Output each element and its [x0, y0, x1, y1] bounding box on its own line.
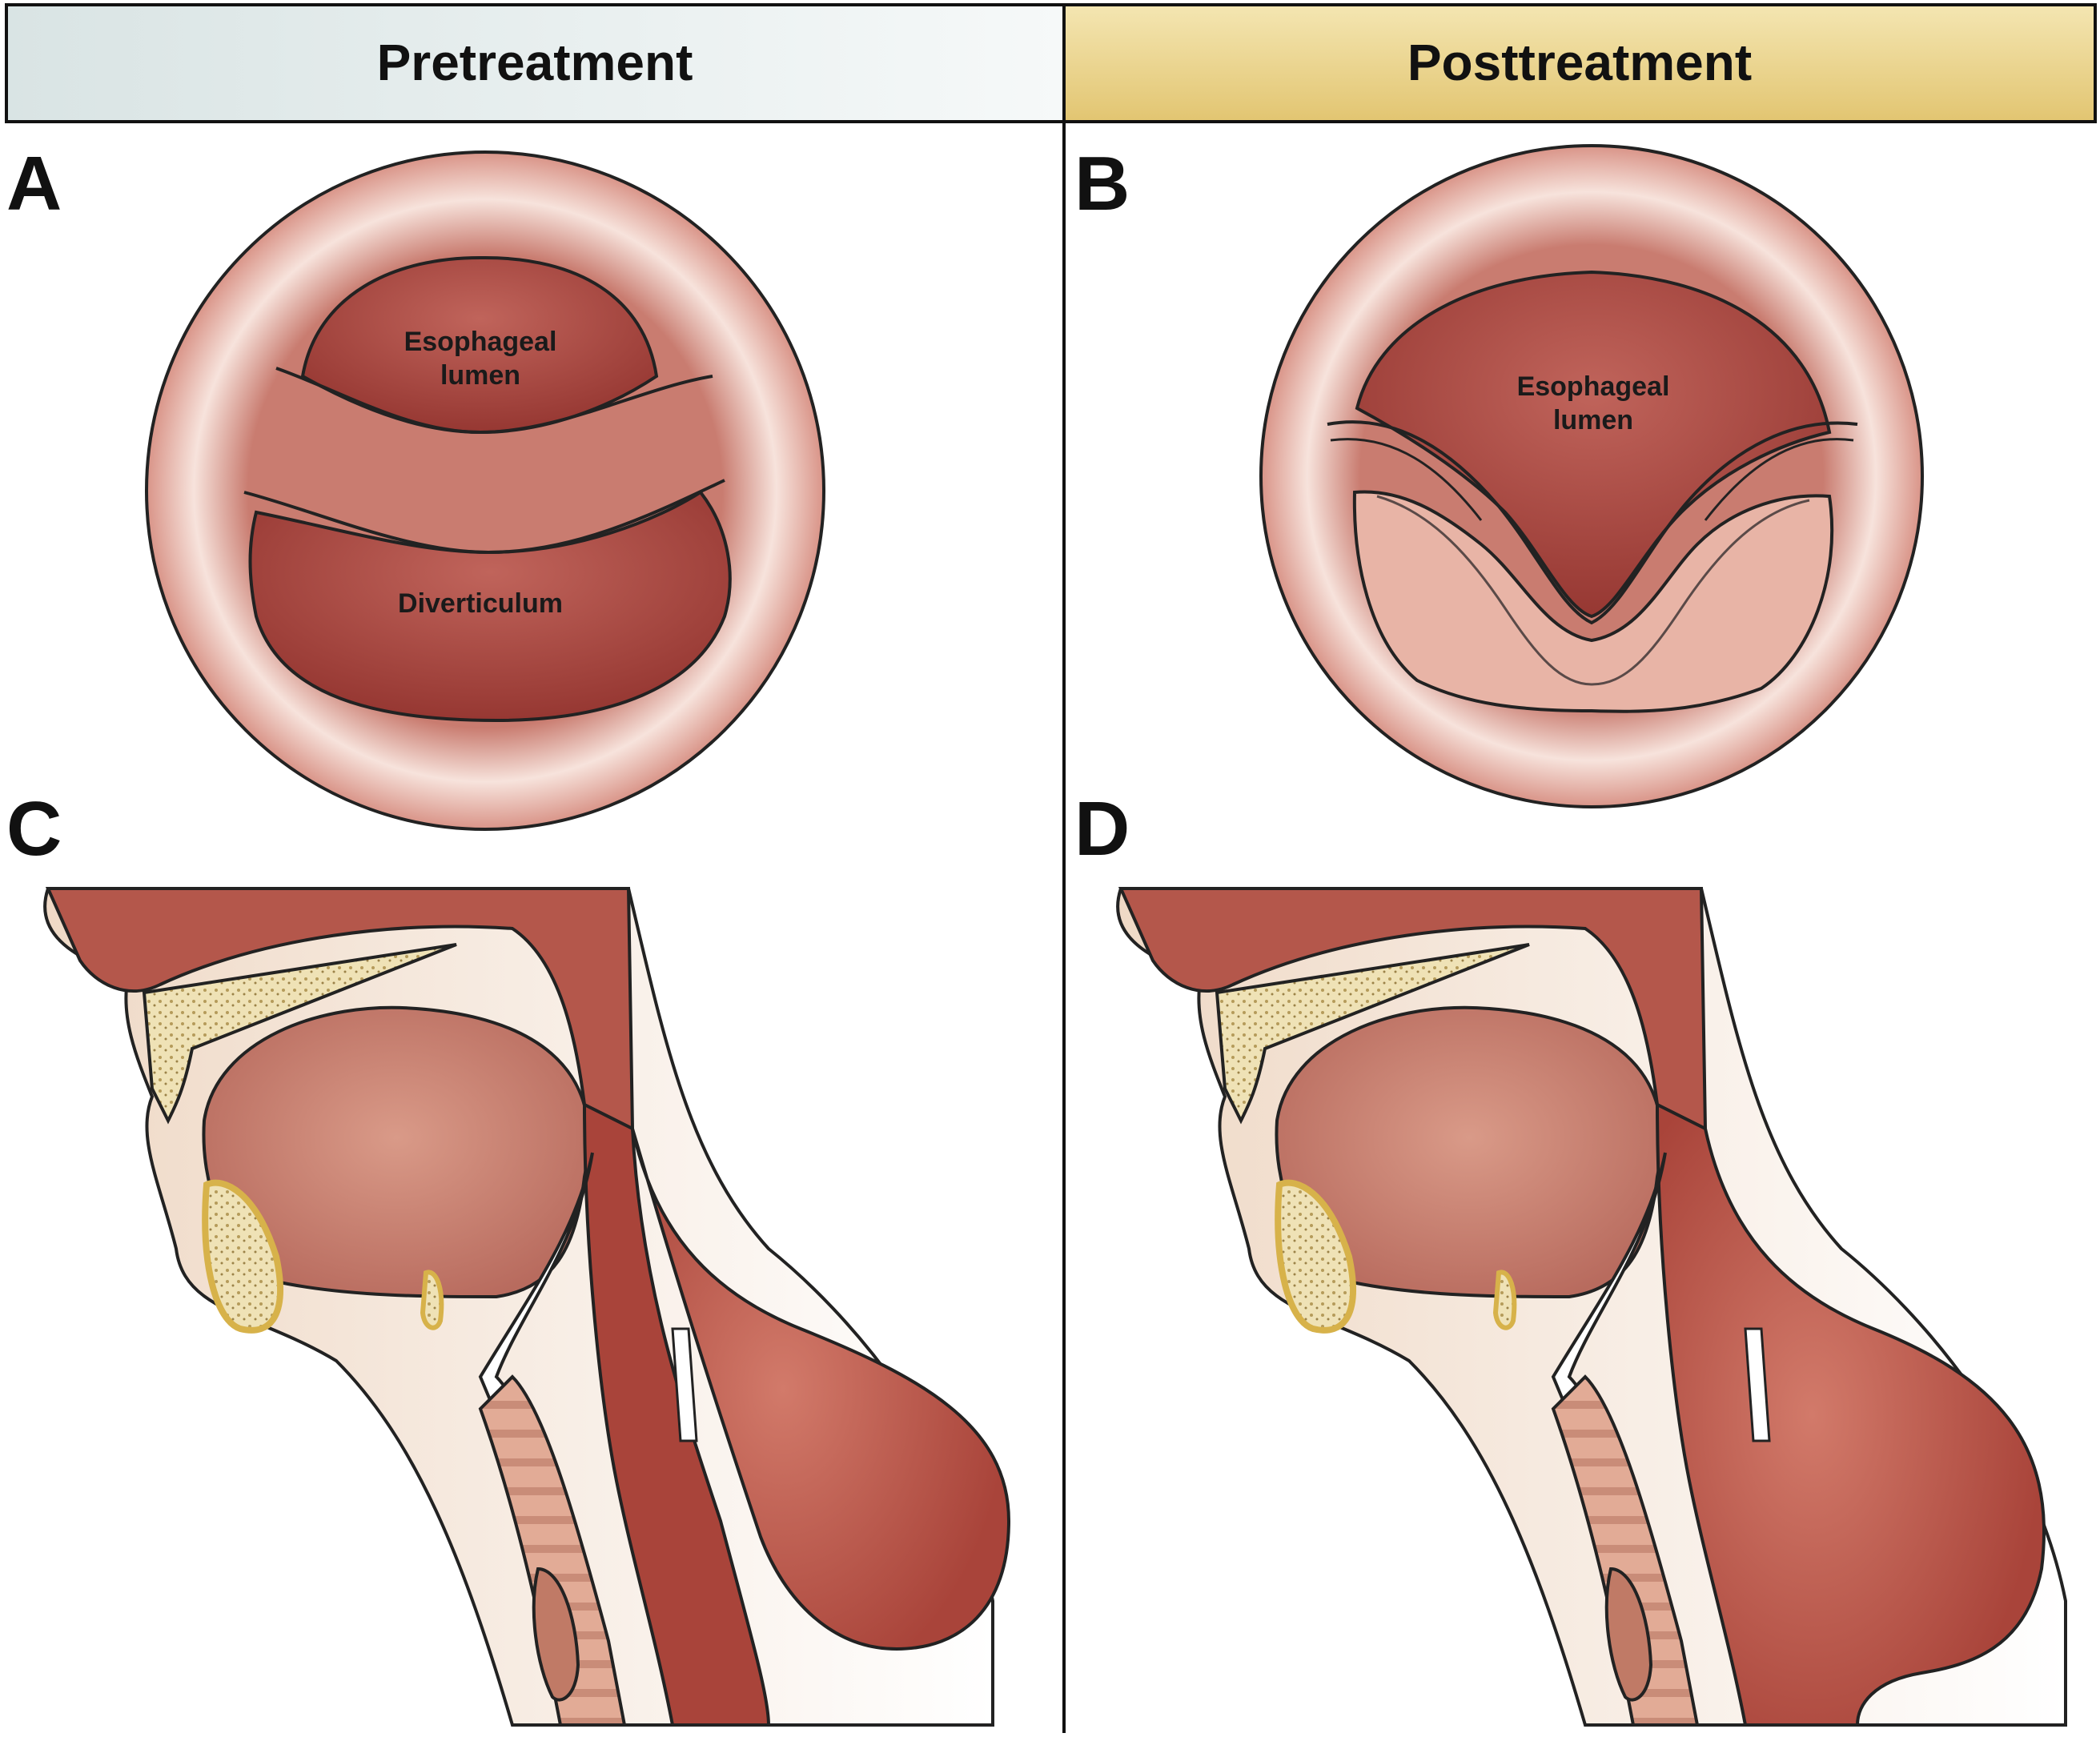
sagittal-anatomy-pretreatment: [43, 887, 1011, 1727]
cricopharyngeal-bar-d: [1744, 1327, 1771, 1442]
thyroid-d: [1604, 1567, 1653, 1702]
header-posttreatment-label: Posttreatment: [1407, 34, 1752, 91]
hyoid-d: [1492, 1270, 1517, 1330]
pouch-inner-line: [1376, 495, 1810, 686]
trachea-d: [1551, 1374, 1700, 1727]
header-pretreatment: Pretreatment: [5, 3, 1066, 123]
label-diverticulum-a: Diverticulum: [398, 588, 563, 619]
panel-d: D: [1074, 786, 2067, 1727]
nasal-cavity-d: [1118, 887, 1708, 1132]
mandible-d: [1275, 1179, 1356, 1334]
panel-b-letter: B: [1074, 141, 1130, 227]
septum-bottom-line: [243, 479, 725, 555]
header-pretreatment-label: Pretreatment: [377, 34, 693, 91]
label-esophageal-a: Esophageal: [404, 327, 557, 357]
label-lumen-a: lumen: [440, 360, 520, 391]
panel-a: A Esophageal lumen Diverticulum: [6, 141, 825, 831]
label-lumen-b: lumen: [1553, 405, 1633, 435]
hyoid-c: [420, 1270, 444, 1330]
former-pouch-b: [1352, 490, 1834, 713]
mandible-c: [202, 1179, 283, 1334]
cricopharyngeal-bar-c: [671, 1327, 698, 1442]
header-posttreatment: Posttreatment: [1062, 3, 2097, 123]
sagittal-anatomy-posttreatment: [1116, 887, 2067, 1727]
panel-c: C: [6, 786, 1011, 1727]
thyroid-c: [532, 1567, 580, 1702]
endoscopic-view-posttreatment: Esophageal lumen: [1259, 144, 1924, 808]
label-esophageal-b: Esophageal: [1517, 371, 1670, 402]
panel-a-letter: A: [6, 141, 62, 227]
hard-palate-c: [142, 943, 457, 1125]
panel-d-letter: D: [1074, 786, 1130, 872]
hard-palate-d: [1215, 943, 1530, 1125]
common-cavity-d: [1655, 1101, 2046, 1727]
esophagus-c: [582, 1101, 771, 1727]
panel-b: B Esophageal lumen: [1074, 141, 1924, 808]
trachea-c: [478, 1374, 627, 1727]
endoscopic-view-pretreatment: Esophageal lumen Diverticulum: [145, 150, 825, 831]
septum-upper-line-b: [1327, 420, 1858, 625]
diverticulum-pouch-c: [631, 1128, 1011, 1651]
septum-top-line: [275, 367, 713, 435]
panel-c-letter: C: [6, 786, 62, 872]
nasal-cavity-c: [45, 887, 635, 1132]
